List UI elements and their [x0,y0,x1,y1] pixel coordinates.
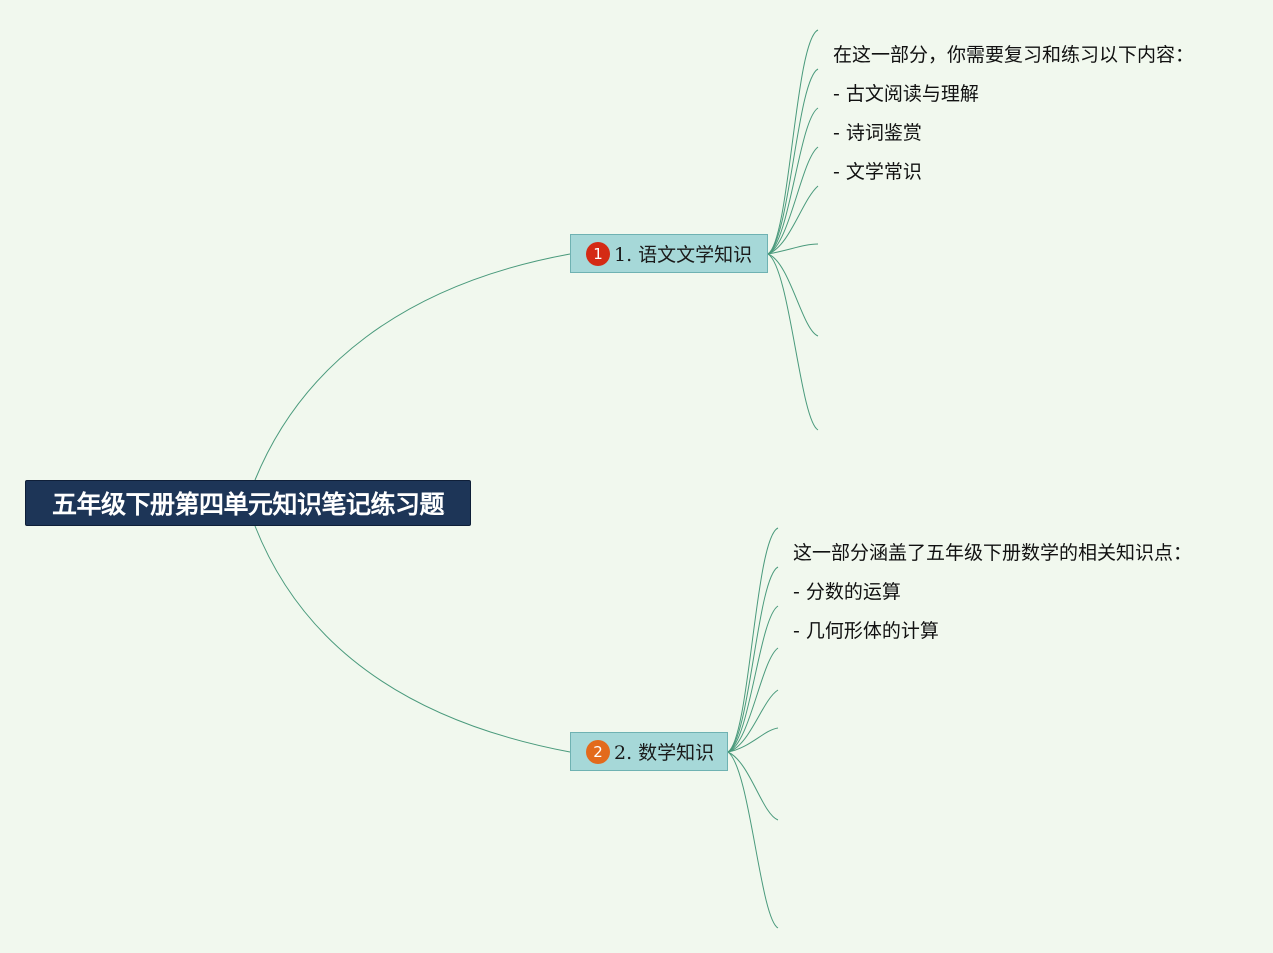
b2-link-8 [727,751,779,929]
branch-label: 2. 数学知识 [614,742,715,764]
leaf-chinese-intro[interactable]: 在这一部分，你需要复习和练习以下内容： [833,44,1195,66]
b1-link-8 [767,253,819,431]
b2-link-5 [727,689,779,753]
leaf-math-intro[interactable]: 这一部分涵盖了五年级下册数学的相关知识点： [793,542,1193,564]
priority-2-icon: 2 [586,739,610,764]
b1-link-5 [767,185,819,255]
priority-1-icon: 1 [586,241,610,266]
b1-link-3 [767,107,819,255]
leaf-classical-reading[interactable]: - 古文阅读与理解 [833,83,979,105]
root-title: 五年级下册第四单元知识笔记练习题 [51,490,445,519]
b2-link-2 [727,566,779,753]
b2-link-3 [727,605,779,753]
b2-link-7 [727,751,779,821]
b1-link-7 [767,253,819,337]
branch-label: 1. 语文文学知识 [614,244,753,266]
b1-link-1 [767,29,819,255]
b1-link-2 [767,68,819,255]
leaf-literary-knowledge[interactable]: - 文学常识 [833,161,922,183]
root-link-1 [254,253,571,481]
branch-chinese-literature[interactable]: 1 1. 语文文学知识 [570,234,768,273]
b2-link-4 [727,647,779,753]
root-link-2 [254,525,571,753]
b2-link-1 [727,527,779,753]
leaf-poetry-appreciation[interactable]: - 诗词鉴赏 [833,122,922,144]
b2-link-6 [727,727,779,753]
root-topic[interactable]: 五年级下册第四单元知识笔记练习题 [25,480,471,526]
b1-link-4 [767,146,819,255]
branch-math[interactable]: 2 2. 数学知识 [570,732,728,771]
leaf-fraction-operations[interactable]: - 分数的运算 [793,581,901,603]
leaf-geometry-calculation[interactable]: - 几何形体的计算 [793,620,939,642]
b1-link-6 [767,243,819,255]
